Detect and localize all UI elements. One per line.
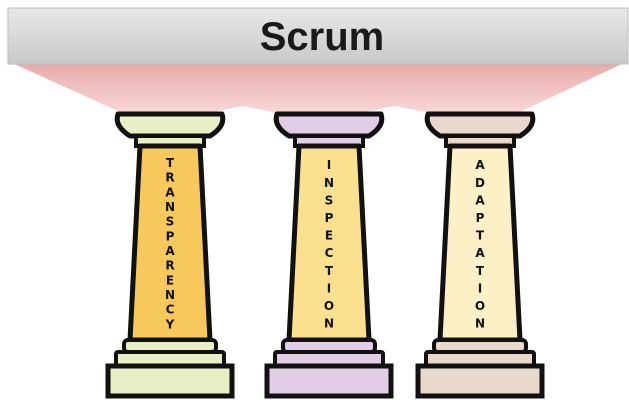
pillar-label-letter: T — [325, 264, 334, 278]
pillar-label-letter: D — [475, 176, 485, 190]
pillar-label-letter: O — [324, 299, 334, 313]
pillar-plinth — [108, 366, 232, 396]
pillar-plinth — [267, 366, 391, 396]
pillar-label-letter: E — [325, 229, 333, 243]
pillar-plinth — [418, 366, 542, 396]
pillar-label-letter: T — [476, 264, 485, 278]
pillar-label-letter: A — [475, 158, 485, 172]
pillar-label-letter: T — [476, 229, 485, 243]
pillar-capital — [427, 114, 533, 136]
pillar-label-letter: N — [324, 317, 334, 331]
pillar-label-letter: I — [478, 281, 482, 295]
pillar-label-letter: N — [475, 317, 485, 331]
pillar-label-letter: I — [327, 158, 331, 172]
pillar-label-letter: A — [475, 193, 485, 207]
pillar-label-letter: A — [165, 185, 175, 199]
diagram-title: Scrum — [260, 15, 385, 59]
pillar-label-letter: C — [166, 303, 175, 317]
roof-band — [10, 62, 626, 112]
pillar-label-letter: P — [166, 229, 175, 243]
pillar-label-letter: N — [165, 288, 175, 302]
pillar-capital — [276, 114, 382, 136]
pillar-label-letter: R — [165, 259, 174, 273]
pillar-label-letter: C — [325, 246, 334, 260]
pillar-label-letter: A — [475, 246, 485, 260]
pillar-label-letter: P — [325, 211, 334, 225]
pillar-label-letter: P — [476, 211, 485, 225]
pillar-label-letter: A — [165, 244, 175, 258]
pillar-label-letter: S — [166, 215, 175, 229]
pillar-label-letter: I — [327, 281, 331, 295]
pillar-label-letter: E — [166, 273, 174, 287]
pillar-label-letter: Y — [165, 317, 175, 331]
pillar-capital — [117, 114, 223, 136]
pillar-label-letter: T — [166, 156, 175, 170]
pillar-label-letter: N — [324, 176, 334, 190]
pillar-label-letter: N — [165, 200, 175, 214]
pillar-label-letter: O — [475, 299, 485, 313]
pillar-label-letter: S — [325, 193, 334, 207]
pillar-label-letter: R — [165, 171, 174, 185]
